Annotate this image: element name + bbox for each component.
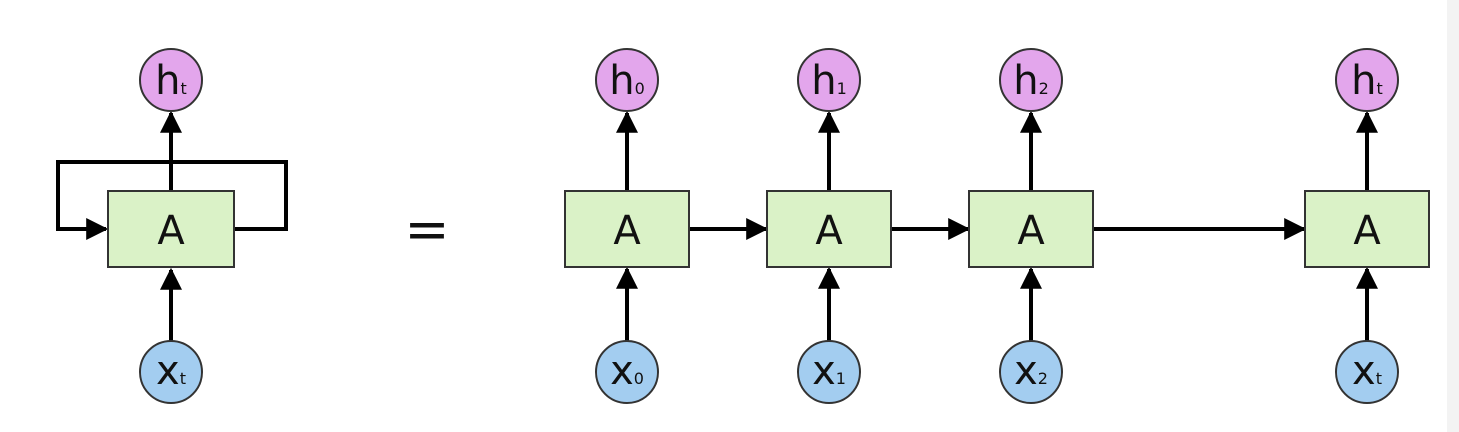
cell-box — [564, 190, 690, 268]
output-sub: 2 — [1039, 79, 1049, 98]
input-node — [999, 340, 1063, 404]
folded-cell-box — [107, 190, 235, 268]
output-label: h2 — [1013, 58, 1049, 104]
output-main: h — [811, 58, 836, 104]
output-main: h — [609, 58, 634, 104]
input-node — [595, 340, 659, 404]
output-node — [797, 48, 861, 112]
input-node — [797, 340, 861, 404]
folded-output-node — [139, 48, 203, 112]
input-label: xt — [1352, 348, 1382, 394]
folded-input-node — [139, 340, 203, 404]
cell-label: A — [1017, 208, 1045, 254]
equals-sign: = — [404, 198, 449, 261]
output-main: h — [1351, 58, 1376, 104]
cell-label: A — [613, 208, 641, 254]
cell-box — [766, 190, 892, 268]
input-main: x — [1014, 348, 1038, 394]
input-sub: 2 — [1038, 369, 1048, 388]
output-label: h1 — [811, 58, 847, 104]
cell-box — [1304, 190, 1430, 268]
input-label: x2 — [1014, 348, 1048, 394]
input-sub: 0 — [634, 369, 644, 388]
folded-rnn: A ht xt — [56, 48, 288, 404]
folded-output-label: ht — [155, 58, 187, 104]
input-node — [1335, 340, 1399, 404]
input-main: x — [1352, 348, 1376, 394]
output-main: h — [1013, 58, 1038, 104]
output-node — [999, 48, 1063, 112]
input-sub: 1 — [836, 369, 846, 388]
input-main: x — [610, 348, 634, 394]
input-sub: t — [1376, 369, 1382, 388]
output-sub: t — [1377, 79, 1383, 98]
folded-input-sub: t — [180, 369, 186, 388]
right-edge-strip — [1447, 0, 1459, 432]
output-node — [595, 48, 659, 112]
folded-input-main: x — [156, 348, 180, 394]
input-label: x0 — [610, 348, 644, 394]
folded-input-label: xt — [156, 348, 186, 394]
output-label: h0 — [609, 58, 645, 104]
output-sub: 0 — [635, 79, 645, 98]
cell-label: A — [1353, 208, 1381, 254]
folded-output-sub: t — [181, 79, 187, 98]
input-main: x — [812, 348, 836, 394]
folded-output-main: h — [155, 58, 180, 104]
cell-label: A — [815, 208, 843, 254]
output-label: ht — [1351, 58, 1383, 104]
cell-box — [968, 190, 1094, 268]
input-label: x1 — [812, 348, 846, 394]
output-sub: 1 — [837, 79, 847, 98]
output-node — [1335, 48, 1399, 112]
folded-cell-label: A — [157, 208, 185, 254]
